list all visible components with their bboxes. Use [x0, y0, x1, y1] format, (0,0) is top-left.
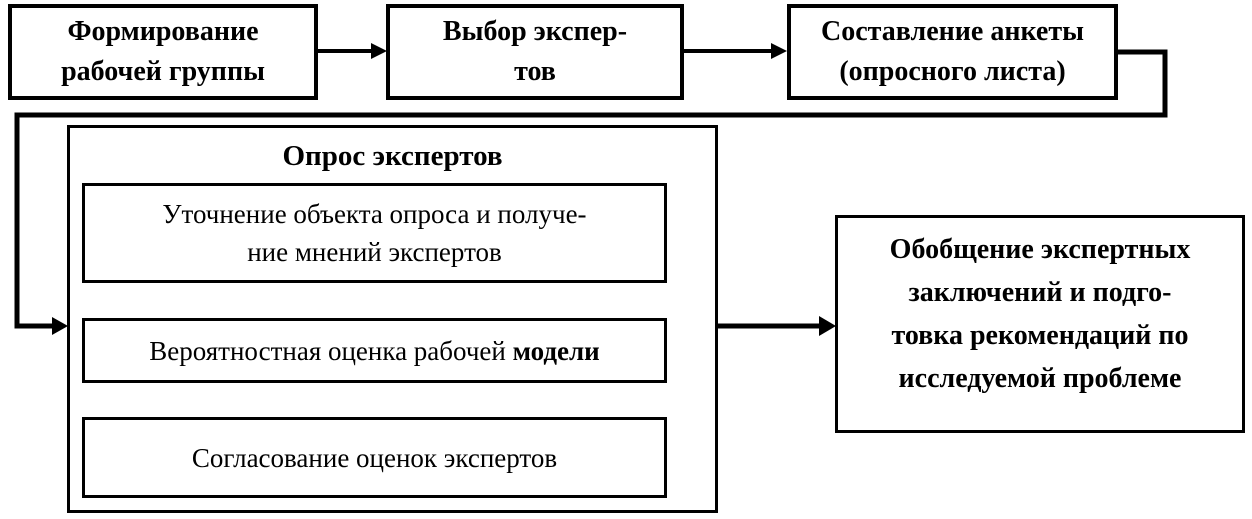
box-text-line: Выбор экспер-: [442, 16, 628, 47]
box-text-line: товка рекомендаций по: [891, 320, 1189, 351]
box-summarize-conclusions: Обобщение экспертных заключений и подго-…: [835, 215, 1245, 433]
arrow-head-icon: [52, 317, 68, 335]
box-text-line: Согласование оценок экспертов: [191, 442, 558, 473]
arrow-head-icon: [771, 43, 787, 59]
box-text-line: исследуемой проблеме: [898, 363, 1182, 394]
box-text-line: Уточнение объекта опроса и получе-: [162, 199, 587, 229]
box-select-experts: Выбор экспер- тов: [386, 4, 684, 100]
box-text-line: Формирование: [67, 16, 259, 47]
box-text-bold: модели: [512, 335, 600, 366]
box-text-line: тов: [514, 56, 556, 87]
arrow-head-icon: [371, 43, 387, 59]
box-probabilistic-evaluation: Вероятностная оценка рабочей модели: [82, 318, 667, 383]
box-text-line: (опросного листа): [839, 56, 1066, 87]
box-text-line: ние мнений экспертов: [247, 237, 502, 267]
arrow-head-icon: [819, 316, 836, 336]
box-coordinate-expert-scores: Согласование оценок экспертов: [82, 417, 667, 498]
box-form-working-group: Формирование рабочей группы: [8, 4, 318, 100]
box-clarify-survey-object: Уточнение объекта опроса и получе- ние м…: [82, 183, 667, 283]
box-text-line: рабочей группы: [61, 56, 265, 87]
box-text-line: Обобщение экспертных: [889, 234, 1191, 265]
box-text-regular: Вероятностная оценка рабочей: [149, 335, 513, 366]
box-text-line: заключений и подго-: [908, 277, 1172, 308]
box-text-line: Вероятностная оценка рабочей модели: [149, 332, 599, 370]
group-expert-survey: Опрос экспертов Уточнение объекта опроса…: [67, 125, 718, 513]
box-compose-questionnaire: Составление анкеты (опросного листа): [787, 4, 1118, 100]
box-text-line: Составление анкеты: [821, 16, 1084, 47]
group-title: Опрос экспертов: [282, 140, 503, 172]
